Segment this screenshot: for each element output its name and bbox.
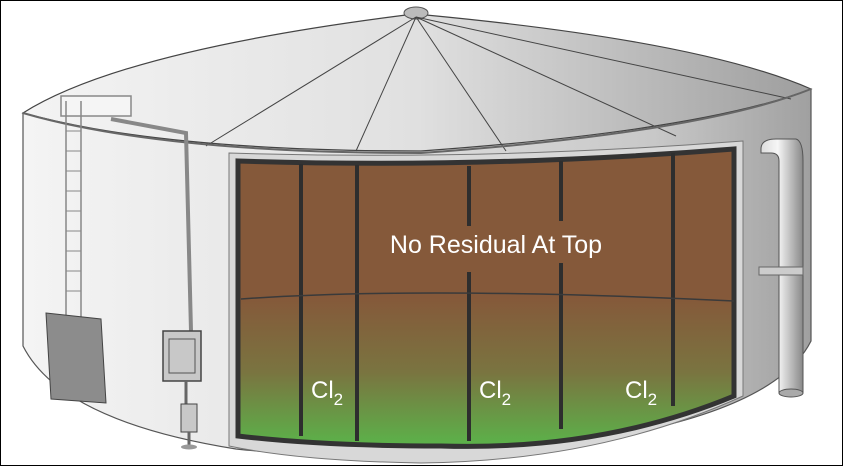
roof-ribs (205, 16, 792, 152)
top-residual-label: No Residual At Top (390, 231, 602, 259)
ladder (60, 95, 132, 321)
wall-panel-lines (299, 153, 675, 441)
ladder-guard (45, 312, 107, 404)
overflow-pipe (758, 138, 804, 398)
water-cutaway (235, 146, 737, 449)
conduit-pipe (110, 117, 193, 332)
roof-vent (403, 6, 429, 20)
chlorine-label-left: Cl2 (311, 377, 343, 409)
chlorine-label-center: Cl2 (479, 377, 511, 409)
meter-box (180, 403, 198, 433)
chlorine-label-right: Cl2 (625, 377, 657, 409)
